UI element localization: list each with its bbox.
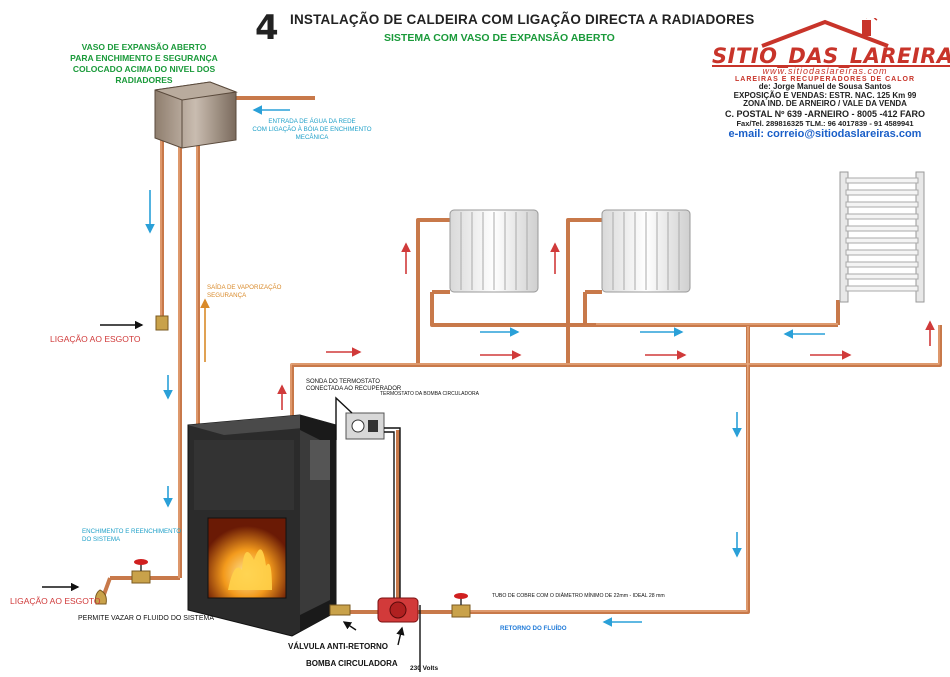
drain-outlet-icon <box>95 589 107 605</box>
expansion-tank <box>154 81 238 149</box>
drain-fitting-top <box>155 315 169 331</box>
vapor-outlet-label: SAÍDA DE VAPORIZAÇÃO SEGURANÇA <box>207 284 282 299</box>
filling-label: ENCHIMENTO E REENCHIMENTO DO SISTEMA <box>82 528 182 543</box>
brand-block: SITIO_DAS_LAREIRAS www.sitiodaslareiras.… <box>712 18 950 140</box>
drain-valve-label: PERMITE VAZAR O FLUIDO DO SISTEMA <box>78 615 214 622</box>
hot-flow-arrows <box>277 242 935 410</box>
brand-tagline: LAREIRAS E RECUPERADORES DE CALOR <box>734 76 915 83</box>
diagram-number: 4 <box>255 8 279 48</box>
copper-pipe-label: TUBO DE COBRE COM O DIÂMETRO MÍNIMO DE 2… <box>492 593 665 599</box>
boiler-recuperator <box>187 414 337 637</box>
return-flow-label: RETORNO DO FLUÍDO <box>500 625 567 632</box>
circulator-pump-icon <box>329 597 419 623</box>
check-valve-label: VÁLVULA ANTI-RETORNO <box>288 642 388 651</box>
electric-wires <box>335 396 421 672</box>
expansion-vessel-label: VASO DE EXPANSÃO ABERTO PARA ENCHIMENTO … <box>70 42 218 85</box>
circulator-pump-label: BOMBA CIRCULADORA <box>306 659 398 668</box>
radiator-1 <box>449 209 539 293</box>
brand-address-1: EXPOSIÇÃO E VENDAS: ESTR. NAC. 125 Km 99 <box>733 90 917 100</box>
diagram-subtitle: SISTEMA COM VASO DE EXPANSÃO ABERTO <box>384 32 615 44</box>
brand-email[interactable]: e-mail: correio@sitiodaslareiras.com <box>728 128 922 140</box>
roof-logo-icon <box>761 18 889 48</box>
pump-thermostat-box <box>345 412 385 440</box>
brand-website[interactable]: www.sitiodaslareiras.com <box>762 66 888 76</box>
voltage-label: 230 Volts <box>410 665 439 672</box>
diagram-title: INSTALAÇÃO DE CALDEIRA COM LIGAÇÃO DIREC… <box>290 12 755 27</box>
drain-label-bottom: LIGAÇÃO AO ESGOTO <box>10 596 101 606</box>
pipe-highlights <box>160 110 940 612</box>
valve-drain-icon <box>131 559 151 584</box>
brand-postal: C. POSTAL Nº 639 -ARNEIRO - 8005 -412 FA… <box>724 108 925 119</box>
drain-label-top: LIGAÇÃO AO ESGOTO <box>50 334 141 344</box>
brand-address-2: ZONA IND. DE ARNEIRO / VALE DA VENDA <box>743 99 907 108</box>
thermostat-probe-label: SONDA DO TERMOSTATO CONECTADA AO RECUPER… <box>306 379 402 392</box>
pointer-arrows <box>42 320 405 646</box>
water-inlet-label: ENTRADA DE ÁGUA DA REDE COM LIGAÇÃO À BÓ… <box>252 118 372 141</box>
radiator-2 <box>601 209 691 293</box>
brand-owner: de: Jorge Manuel de Sousa Santos <box>758 82 892 91</box>
cold-flow-arrows <box>145 105 825 627</box>
towel-radiator <box>839 171 925 303</box>
valve-return-icon <box>451 593 471 618</box>
pump-thermostat-label: TERMOSTATO DA BOMBA CIRCULADORA <box>380 391 479 397</box>
brand-phones: Fax/Tel. 289816325 TLM.: 96 4017839 - 91… <box>736 118 914 128</box>
brand-name: SITIO_DAS_LAREIRAS <box>712 44 950 68</box>
